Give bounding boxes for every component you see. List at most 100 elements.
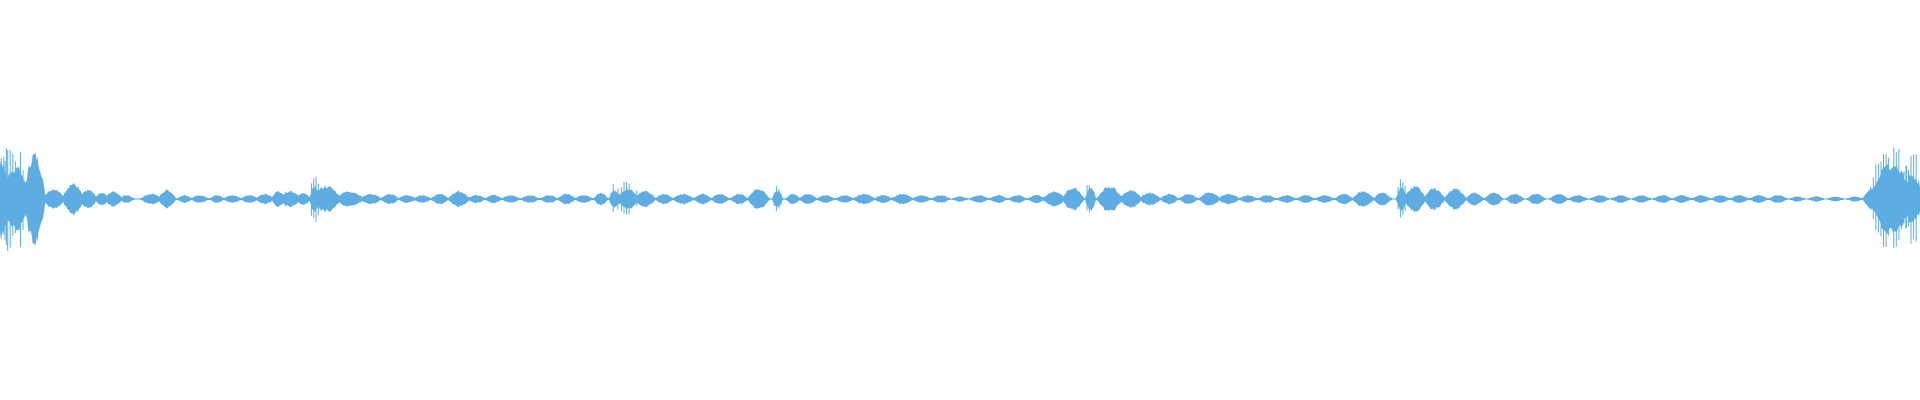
waveform-burst xyxy=(1526,193,1546,205)
waveform-burst xyxy=(334,191,365,207)
waveform-burst xyxy=(1257,195,1277,203)
waveform-burst xyxy=(1372,192,1392,206)
waveform-burst xyxy=(1008,195,1028,203)
waveform-burst xyxy=(94,192,110,206)
waveform-burst xyxy=(1198,192,1222,206)
waveform-burst xyxy=(798,194,818,204)
waveform-burst xyxy=(988,194,1008,204)
waveform-burst xyxy=(1027,194,1047,204)
waveform-burst xyxy=(771,190,784,208)
waveform-bursts xyxy=(0,152,1920,246)
waveform-burst xyxy=(835,195,855,203)
waveform-burst xyxy=(785,193,801,205)
waveform-burst xyxy=(1159,193,1179,205)
waveform-burst xyxy=(1710,195,1730,203)
waveform-burst xyxy=(1827,196,1844,202)
waveform-burst xyxy=(42,188,66,210)
waveform-burst xyxy=(1610,195,1631,203)
waveform-burst xyxy=(710,194,730,204)
waveform-burst xyxy=(119,195,135,203)
waveform-burst xyxy=(278,190,302,208)
waveform-burst xyxy=(693,193,713,205)
waveform-burst xyxy=(1808,196,1824,202)
waveform-burst xyxy=(78,189,98,209)
waveform-burst xyxy=(209,195,225,203)
waveform-burst xyxy=(1789,196,1805,202)
waveform-burst xyxy=(593,192,609,206)
waveform-burst xyxy=(931,195,951,203)
waveform-burst xyxy=(1119,190,1143,208)
waveform-burst xyxy=(873,195,893,203)
waveform-burst xyxy=(1238,195,1258,203)
waveform-burst xyxy=(1568,195,1588,203)
waveform-burst xyxy=(1084,188,1097,210)
waveform-burst xyxy=(654,193,674,205)
waveform-burst xyxy=(1296,195,1316,203)
waveform-burst xyxy=(1549,193,1569,205)
waveform-burst xyxy=(1395,186,1408,212)
waveform-burst xyxy=(520,195,540,203)
waveform-burst xyxy=(890,193,914,205)
waveform-burst xyxy=(1729,194,1750,204)
waveform-burst xyxy=(1505,193,1525,205)
waveform-burst xyxy=(255,193,275,205)
waveform-burst xyxy=(1422,187,1446,211)
waveform-burst xyxy=(633,190,657,208)
waveform-burst xyxy=(952,196,968,202)
waveform-burst xyxy=(240,195,260,203)
waveform-burst xyxy=(466,194,486,204)
waveform-burst xyxy=(1334,193,1354,205)
waveform-burst xyxy=(1138,192,1162,206)
waveform-burst xyxy=(23,152,47,246)
waveform-burst xyxy=(616,188,640,210)
waveform-burst xyxy=(969,195,989,203)
waveform-burst xyxy=(608,189,621,209)
waveform-burst xyxy=(397,195,417,203)
waveform-burst xyxy=(190,195,210,203)
waveform-burst xyxy=(1484,192,1504,206)
waveform-burst xyxy=(1653,195,1673,203)
waveform-burst xyxy=(816,195,836,203)
waveform-spikes xyxy=(0,147,1920,251)
waveform-burst xyxy=(222,195,242,203)
waveform-burst xyxy=(1276,195,1296,203)
waveform-burst xyxy=(912,195,932,203)
waveform-burst xyxy=(380,193,400,205)
waveform-burst xyxy=(430,193,450,205)
waveform-burst xyxy=(157,189,177,209)
waveform-burst xyxy=(447,190,471,208)
waveform-burst xyxy=(1768,195,1788,203)
waveform-burst xyxy=(1443,188,1467,210)
waveform-burst xyxy=(176,194,192,204)
waveform-burst xyxy=(852,193,876,205)
waveform-burst xyxy=(1351,191,1375,207)
waveform-burst xyxy=(1217,193,1241,205)
waveform-burst xyxy=(1632,195,1652,203)
waveform-burst xyxy=(1096,187,1124,211)
waveform-burst xyxy=(1589,195,1609,203)
waveform-burst xyxy=(1847,196,1863,202)
waveform-burst xyxy=(539,195,559,203)
waveform-burst xyxy=(1403,185,1427,213)
waveform-burst xyxy=(729,193,749,205)
waveform-burst xyxy=(1749,194,1769,204)
waveform-burst xyxy=(1315,194,1335,204)
waveform-burst xyxy=(501,195,521,203)
waveform-burst xyxy=(672,193,695,205)
waveform-burst xyxy=(103,190,123,208)
waveform-burst xyxy=(412,195,432,203)
waveform-burst xyxy=(1672,194,1692,204)
waveform-burst xyxy=(556,193,576,205)
waveform-burst xyxy=(140,193,164,205)
waveform-burst xyxy=(746,188,770,210)
waveform-burst xyxy=(295,193,311,205)
waveform-burst xyxy=(359,193,383,205)
waveform-burst xyxy=(1465,192,1485,206)
waveform-burst xyxy=(1178,193,1199,205)
waveform-burst xyxy=(1042,191,1066,207)
waveform-burst xyxy=(1061,187,1085,211)
waveform-burst xyxy=(61,182,85,216)
waveform-burst xyxy=(1691,195,1711,203)
